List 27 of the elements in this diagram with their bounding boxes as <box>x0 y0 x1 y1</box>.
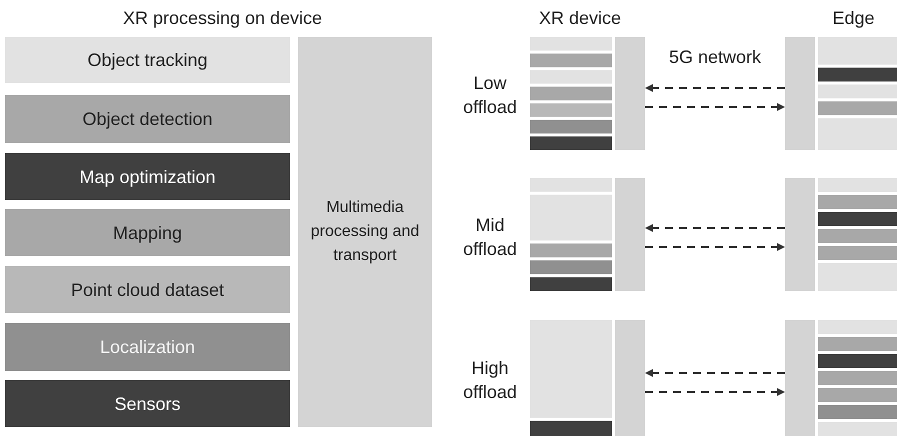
dashed-arrow <box>644 369 785 378</box>
row-label: High offload <box>462 357 518 404</box>
transport-bar <box>615 37 645 150</box>
layer-box: Localization <box>5 323 290 371</box>
transport-bar <box>785 37 815 150</box>
network-label: 5G network <box>668 46 762 69</box>
column-heading: XR device <box>538 7 622 30</box>
dashed-arrow <box>645 102 786 111</box>
row-label: Low offload <box>462 72 518 119</box>
layer-box: Object detection <box>5 95 290 143</box>
column-heading: Edge <box>831 7 876 30</box>
dashed-arrow <box>644 224 785 232</box>
layer-box: Sensors <box>5 380 290 427</box>
layer-box: Point cloud dataset <box>5 266 290 313</box>
layer-box: Mapping <box>5 209 290 256</box>
dashed-arrow <box>644 84 785 92</box>
layer-box: Object tracking <box>5 37 290 83</box>
dashed-arrow <box>645 388 786 396</box>
row-label: Mid offload <box>462 214 518 261</box>
transport-bar <box>785 178 815 291</box>
transport-bar <box>785 320 815 436</box>
dashed-arrow <box>645 242 786 251</box>
transport-bar <box>615 178 645 291</box>
transport-bar: Multimedia processing and transport <box>298 37 432 427</box>
section-heading: XR processing on device <box>122 7 324 30</box>
layer-box: Map optimization <box>5 153 290 200</box>
transport-bar <box>615 320 645 436</box>
